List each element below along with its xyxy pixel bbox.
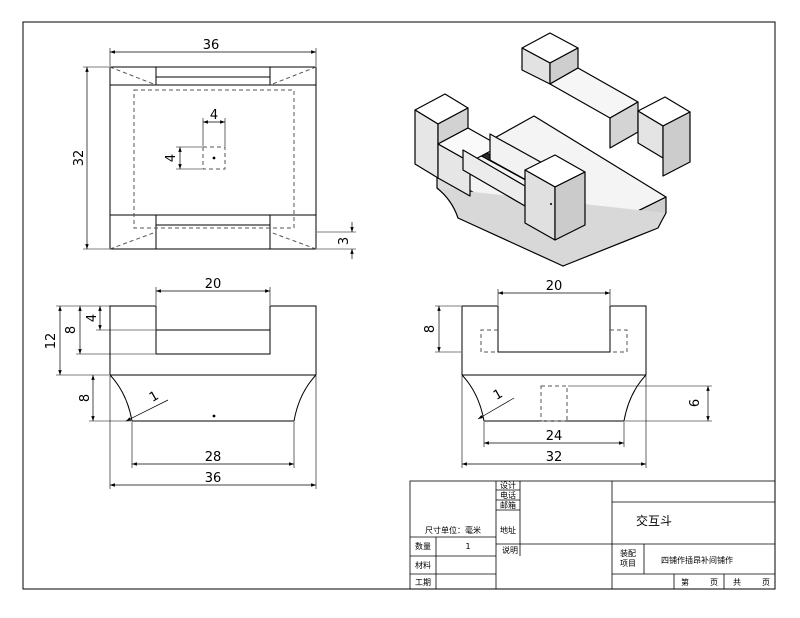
project-name: 四铺作插昂补间铺作 bbox=[661, 555, 733, 565]
front-slot-height-dim: 4 bbox=[85, 314, 100, 322]
title-block bbox=[409, 480, 776, 590]
side-top-gap-dim: 20 bbox=[546, 279, 563, 294]
edge-dim: 3 bbox=[337, 237, 352, 245]
front-upper-height-dim: 8 bbox=[64, 326, 79, 334]
side-total-width-dim: 32 bbox=[546, 450, 563, 465]
hole-width-dim: 4 bbox=[210, 108, 218, 123]
unit-label: 尺寸单位：毫米 bbox=[425, 525, 481, 535]
assembly-label-2: 项目 bbox=[620, 559, 636, 568]
side-radius-dim: 1 bbox=[491, 386, 506, 403]
phone-label: 电话 bbox=[500, 490, 516, 500]
front-total-width-dim: 36 bbox=[205, 471, 222, 486]
front-total-height-dim: 12 bbox=[44, 333, 59, 350]
front-top-gap-dim: 20 bbox=[205, 277, 222, 292]
address-label: 地址 bbox=[500, 525, 516, 535]
top-width-dim: 36 bbox=[203, 38, 220, 53]
notes-label: 说明 bbox=[502, 545, 518, 555]
drawing-frame bbox=[22, 21, 776, 590]
design-label: 设计 bbox=[500, 480, 516, 490]
email-label: 邮箱 bbox=[500, 500, 516, 510]
assembly-label-1: 装配 bbox=[620, 548, 636, 558]
front-view bbox=[56, 287, 317, 489]
side-bottom-width-dim: 24 bbox=[546, 429, 563, 444]
page-ye-label-2: 页 bbox=[762, 578, 770, 587]
quantity-label: 数量 bbox=[415, 541, 431, 551]
side-hole-height-dim: 6 bbox=[688, 399, 703, 407]
top-view bbox=[83, 48, 356, 259]
page-ye-label-1: 页 bbox=[710, 578, 718, 587]
part-name: 交互斗 bbox=[636, 513, 672, 528]
side-view bbox=[435, 289, 712, 468]
page-gong-label: 共 bbox=[733, 578, 741, 587]
hole-height-dim: 4 bbox=[164, 154, 179, 162]
front-lower-height-dim: 8 bbox=[78, 394, 93, 402]
front-radius-dim: 1 bbox=[147, 388, 162, 405]
material-label: 材料 bbox=[415, 560, 431, 570]
page-di-label: 第 bbox=[681, 577, 689, 587]
quantity-value: 1 bbox=[465, 542, 470, 551]
isometric-view bbox=[414, 32, 691, 267]
date-label: 工期 bbox=[415, 578, 431, 587]
top-height-dim: 32 bbox=[72, 150, 87, 167]
front-bottom-width-dim: 28 bbox=[205, 450, 222, 465]
side-upper-height-dim: 8 bbox=[423, 325, 438, 333]
